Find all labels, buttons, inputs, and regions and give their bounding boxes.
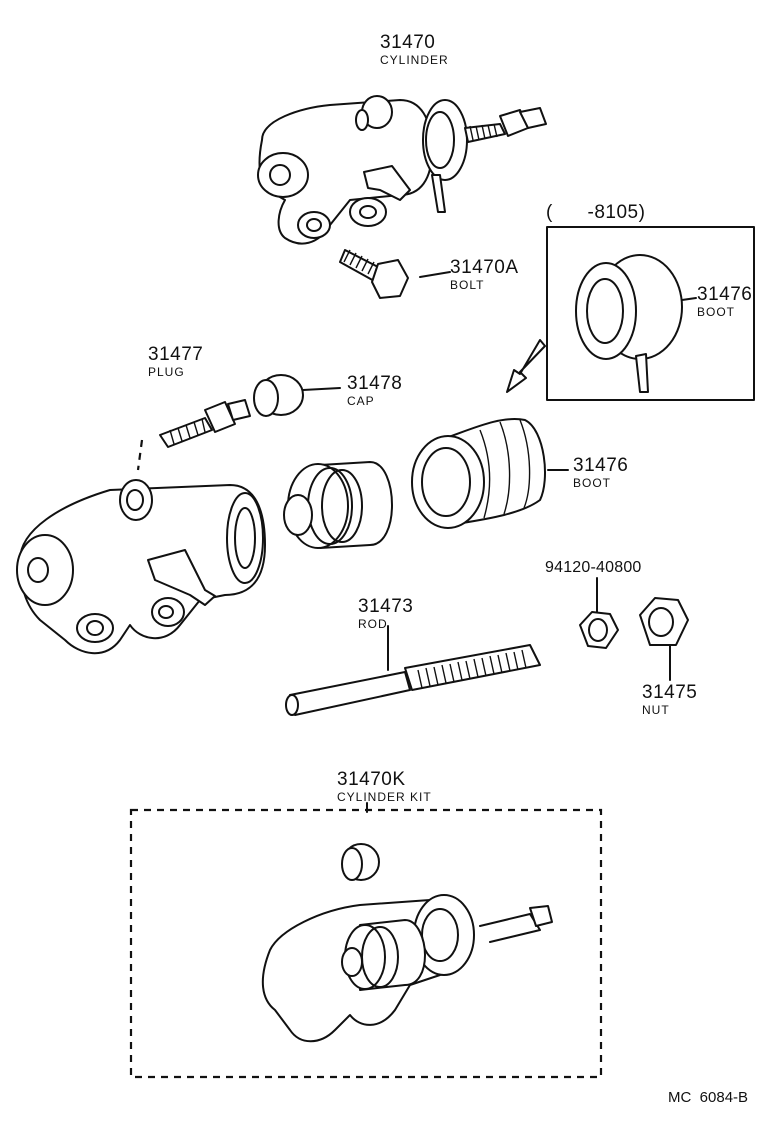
cap-illustration	[253, 374, 341, 417]
bolt-part-name: BOLT	[450, 278, 485, 292]
boot-early-range: ( -8105)	[546, 202, 646, 223]
rod-part-name: ROD	[358, 617, 388, 631]
plug-part-name: PLUG	[148, 365, 185, 379]
early-boot-inset	[506, 226, 755, 401]
nut-illustration	[639, 597, 689, 681]
cap-part-name: CAP	[347, 394, 375, 408]
cylinder-part-number: 31470	[380, 32, 436, 53]
boot-early-part-name: BOOT	[697, 305, 736, 319]
cylinder-kit-label: 31470K CYLINDER KIT	[337, 770, 432, 803]
cylinder-label: 31470 CYLINDER	[380, 33, 449, 66]
cylinder-kit-part-number: 31470K	[337, 769, 406, 790]
nut-part-number: 31475	[642, 682, 698, 703]
boot-early-label: 31476 BOOT	[697, 285, 752, 318]
rod-illustration	[285, 625, 541, 716]
boot-illustration	[411, 418, 569, 529]
cap-part-number: 31478	[347, 373, 403, 394]
boot-early-part-number: 31476	[697, 284, 753, 305]
nut-part-name: NUT	[642, 703, 670, 717]
cap-label: 31478 CAP	[347, 374, 402, 407]
plug-part-number: 31477	[148, 344, 204, 365]
cylinder-part-name: CYLINDER	[380, 53, 449, 67]
piston-illustration	[283, 461, 393, 549]
bolt-illustration	[339, 249, 451, 299]
boot-part-number: 31476	[573, 455, 629, 476]
plug-label: 31477 PLUG	[148, 345, 203, 378]
cylinder-kit-part-name: CYLINDER KIT	[337, 790, 432, 804]
small-nut-label: 94120-40800	[545, 560, 642, 576]
plug-illustration	[136, 399, 251, 471]
small-nut-part-number: 94120-40800	[545, 559, 642, 576]
small-nut-illustration	[579, 577, 619, 649]
bolt-part-number: 31470A	[450, 257, 519, 278]
cylinder-kit-box	[129, 802, 603, 1079]
boot-label: 31476 BOOT	[573, 456, 628, 489]
cylinder-body-illustration	[16, 479, 266, 655]
nut-label: 31475 NUT	[642, 683, 697, 716]
rod-part-number: 31473	[358, 596, 414, 617]
boot-part-name: BOOT	[573, 476, 612, 490]
rod-label: 31473 ROD	[358, 597, 413, 630]
bolt-label: 31470A BOLT	[450, 258, 519, 291]
cylinder-assembly-illustration	[257, 95, 547, 245]
diagram-code: MC 6084-B	[668, 1089, 749, 1106]
